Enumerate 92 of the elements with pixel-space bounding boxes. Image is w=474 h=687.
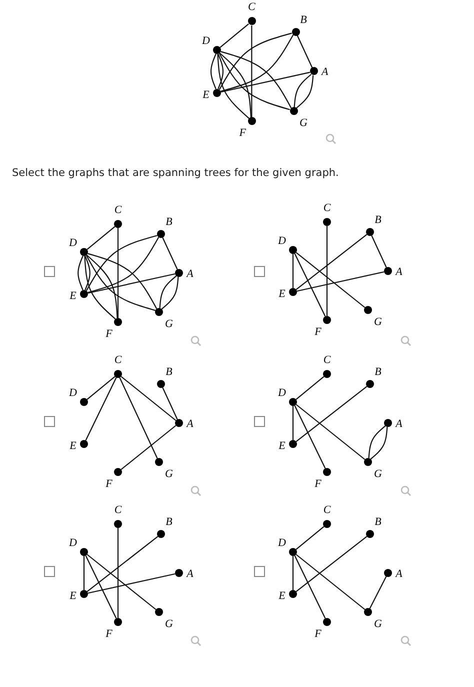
graph-edge — [78, 256, 84, 290]
graph-edge — [326, 226, 328, 316]
vertex-label: C — [247, 1, 256, 14]
graph-edge — [120, 376, 176, 421]
vertex-label: G — [373, 618, 383, 630]
graph-edge — [86, 376, 116, 400]
vertex-label: A — [185, 268, 194, 280]
graph-edge — [296, 536, 368, 592]
graph-edge — [120, 425, 176, 470]
vertex-label: G — [164, 468, 174, 480]
vertex-label: D — [277, 387, 287, 399]
vertex-label: F — [314, 478, 322, 490]
graph-edge — [296, 252, 366, 308]
graph-edge — [162, 387, 178, 420]
question-text: Select the graphs that are spanning trees for the given graph. — [12, 167, 339, 179]
vertex-label: B — [374, 214, 382, 226]
graph-edge — [296, 386, 368, 442]
graph-edge — [88, 273, 176, 294]
vertex-label: E — [278, 440, 286, 452]
vertex-label: F — [314, 326, 322, 338]
vertex-label: G — [373, 468, 383, 480]
graph-edge — [371, 235, 387, 268]
graph-edge — [296, 35, 313, 68]
vertex-label: A — [185, 568, 194, 580]
vertex-label: D — [277, 235, 287, 247]
graph-edge — [117, 228, 119, 318]
vertex-label: E — [68, 440, 78, 452]
graph-edge — [296, 404, 366, 460]
vertex-label: F — [104, 328, 114, 340]
graph-edge — [218, 54, 224, 90]
graph-edge — [294, 555, 326, 619]
graph-edge — [292, 406, 294, 440]
vertex-label: B — [374, 366, 382, 378]
vertex-label: C — [113, 204, 123, 216]
graph-edge — [86, 226, 116, 250]
vertex-label: E — [68, 590, 78, 602]
graph-edge — [251, 25, 252, 118]
graph-edge — [294, 253, 326, 317]
graph-edge — [119, 377, 158, 459]
vertex-label: B — [164, 516, 174, 528]
graph-edge — [83, 556, 85, 590]
vertex-label: F — [104, 478, 114, 490]
graph-edge — [220, 72, 310, 93]
vertex-label: C — [113, 504, 123, 516]
vertex-label: C — [322, 504, 332, 516]
vertex-label: A — [394, 568, 404, 580]
vertex-label: D — [201, 35, 211, 47]
graph-edge — [88, 573, 176, 594]
vertex-label: C — [322, 354, 332, 366]
graph-edge — [292, 254, 294, 288]
vertex-label: G — [164, 318, 174, 330]
graph-edge — [86, 554, 156, 610]
graph-edge — [296, 271, 384, 292]
vertex-label: A — [394, 266, 404, 278]
vertex-label: G — [164, 618, 174, 630]
graph-edge — [369, 576, 387, 609]
graph-edge — [117, 528, 119, 618]
vertex-label: E — [68, 290, 78, 302]
vertex-label: B — [164, 216, 174, 228]
graph-edge — [296, 554, 366, 610]
vertex-label: C — [113, 354, 123, 366]
graph-edge — [296, 234, 368, 290]
vertex-label: D — [68, 537, 78, 549]
vertex-label: A — [320, 66, 330, 78]
graph-edge — [86, 536, 158, 592]
graph-edge — [162, 237, 178, 270]
vertex-label: E — [278, 590, 286, 602]
vertex-label: F — [238, 127, 248, 140]
graph-edge — [296, 376, 324, 400]
graph-edge — [210, 54, 216, 90]
vertex-label: B — [299, 14, 308, 26]
vertex-label: G — [373, 316, 383, 328]
vertex-label: B — [374, 516, 382, 528]
vertex-label: E — [278, 288, 286, 300]
vertex-label: C — [322, 202, 332, 214]
vertex-label: F — [314, 628, 322, 640]
vertex-label: D — [277, 537, 287, 549]
vertex-label: A — [185, 418, 194, 430]
graph-edge — [85, 377, 117, 441]
vertex-label: B — [164, 366, 174, 378]
vertex-label: G — [298, 117, 308, 130]
vertex-label: F — [104, 628, 114, 640]
graph-edge — [85, 555, 117, 619]
graph-edge — [294, 405, 326, 469]
graph-edge — [84, 256, 90, 290]
graph-edge — [220, 24, 249, 48]
graph-edge — [296, 526, 324, 550]
vertex-label: E — [202, 88, 210, 101]
vertex-label: D — [68, 387, 78, 399]
graph-edge — [292, 556, 294, 590]
vertex-label: A — [394, 418, 404, 430]
vertex-label: D — [68, 237, 78, 249]
